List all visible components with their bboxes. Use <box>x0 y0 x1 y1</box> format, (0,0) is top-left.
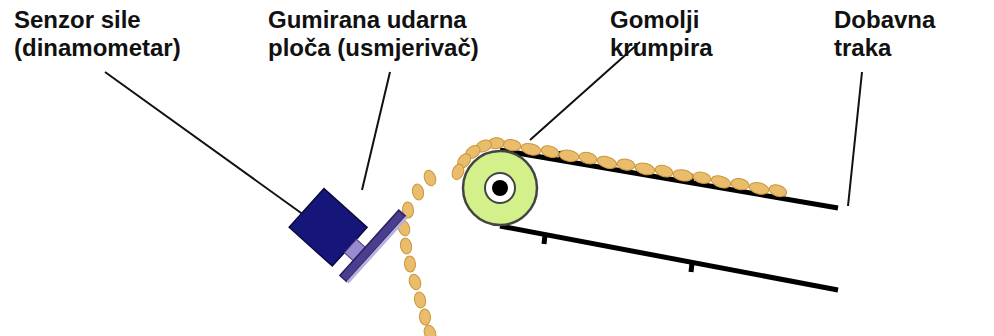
potato-tuber <box>596 154 618 171</box>
potato-tuber <box>692 170 712 185</box>
potato-tuber <box>407 273 423 292</box>
potato-tuber <box>730 177 750 191</box>
conveyor-belt <box>500 150 838 290</box>
impact-plate <box>340 210 406 281</box>
leader-lines <box>105 42 862 228</box>
potato-tuber <box>710 174 732 191</box>
leader-line <box>848 72 862 206</box>
potato-tuber <box>768 183 789 199</box>
potato-tuber <box>413 291 427 309</box>
potato-tubers <box>396 137 788 336</box>
potato-tuber <box>634 161 656 177</box>
potato-tuber <box>450 162 466 181</box>
pulley <box>463 151 537 225</box>
potato-tuber <box>422 324 438 336</box>
part-label: Gomolji krumpira <box>610 6 770 62</box>
belt-top <box>500 150 838 208</box>
potato-tuber <box>520 142 542 158</box>
leader-line <box>105 72 322 228</box>
belt-bottom <box>500 226 838 290</box>
potato-tuber <box>748 181 770 197</box>
leader-line <box>362 72 390 190</box>
potato-tuber <box>540 144 561 160</box>
potato-tuber <box>578 151 598 166</box>
potato-tuber <box>558 149 580 163</box>
belt-cleat <box>691 263 692 272</box>
potato-tuber <box>419 309 431 326</box>
potato-tuber <box>672 168 694 182</box>
potato-tuber <box>422 169 438 188</box>
potato-tuber <box>616 158 636 172</box>
potato-tuber <box>411 183 425 201</box>
potato-tuber <box>404 256 416 273</box>
part-label: Gumirana udarna ploča (usmjerivač) <box>268 6 520 62</box>
force-sensor <box>288 163 408 283</box>
potato-tuber <box>399 237 413 255</box>
potato-tuber <box>502 138 522 152</box>
part-label: Dobavna traka <box>834 6 969 62</box>
part-label: Senzor sile (dinamometar) <box>14 6 214 62</box>
belt-cleat <box>544 235 545 244</box>
potato-tuber <box>654 163 675 179</box>
